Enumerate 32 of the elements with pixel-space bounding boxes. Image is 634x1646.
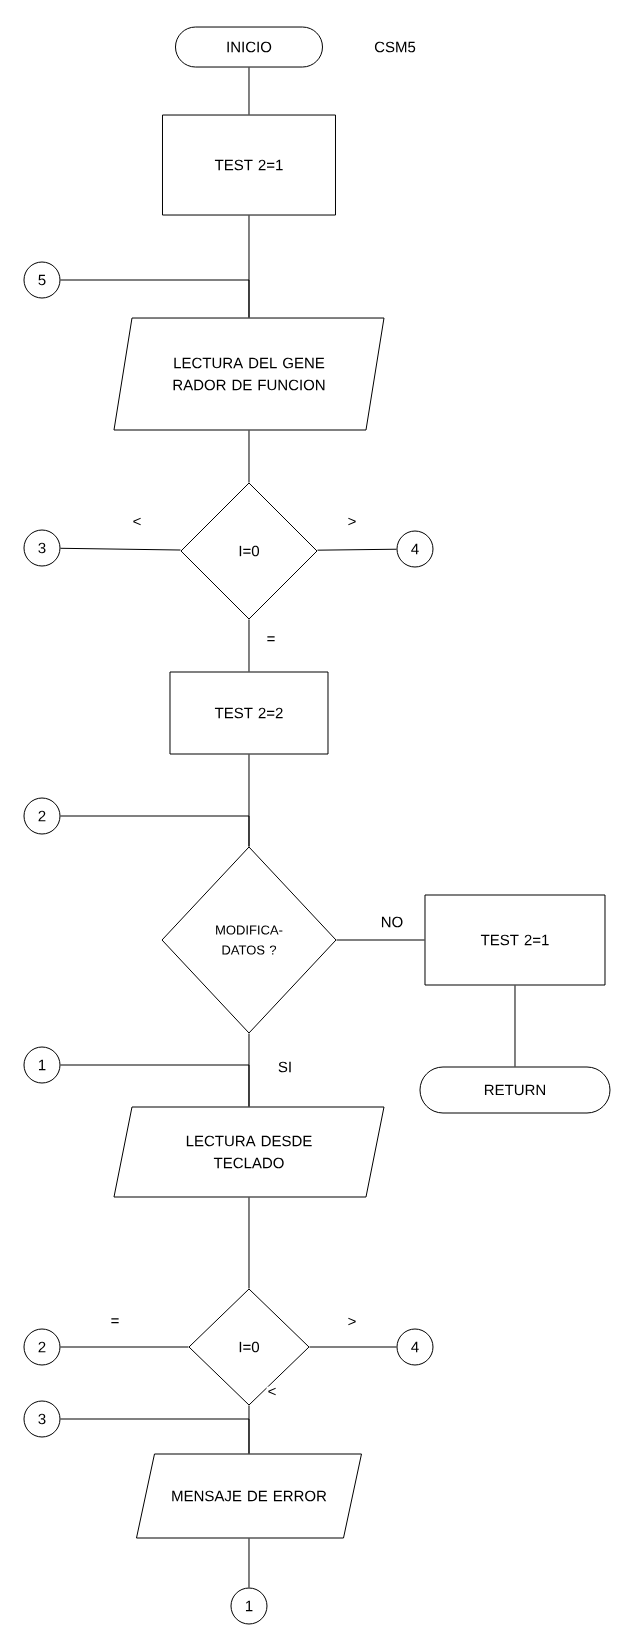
input-output-box: LECTURA DESDE TECLADO <box>113 1106 385 1198</box>
connector-line <box>60 547 181 551</box>
edge-label: > <box>346 1316 358 1328</box>
connector-line <box>248 430 250 483</box>
connector-line <box>336 939 425 941</box>
edge-label: = <box>265 635 277 645</box>
process-box: TEST 2=2 <box>169 671 329 755</box>
edge-label: > <box>346 516 358 528</box>
edge-label: SI <box>276 1060 294 1074</box>
edge-label: < <box>131 516 143 528</box>
process-box: TEST 2=1 <box>162 114 336 216</box>
edge-label: NO <box>379 915 405 929</box>
connector-line <box>60 279 250 318</box>
connector-line <box>60 815 250 847</box>
connector-line <box>514 985 516 1067</box>
input-output-box: MENSAJE DE ERROR <box>136 1453 362 1539</box>
terminal-box: RETURN <box>419 1066 611 1114</box>
connector-line <box>60 1064 250 1107</box>
connector-line <box>248 619 250 672</box>
terminal-box: INICIO <box>175 26 323 68</box>
connector-line <box>248 1538 250 1588</box>
edge-label: < <box>266 1386 278 1398</box>
process-box: TEST 2=1 <box>424 894 606 986</box>
input-output-box: LECTURA DEL GENE RADOR DE FUNCION <box>113 317 385 431</box>
connector-line <box>248 67 250 115</box>
edge-label: = <box>109 1317 121 1327</box>
connector-line <box>248 1197 250 1289</box>
connector-line <box>60 1346 189 1348</box>
connector-line <box>317 548 397 551</box>
connector-line <box>60 1418 250 1454</box>
connector-line <box>309 1346 397 1348</box>
beside-text: CSM5 <box>374 41 416 53</box>
